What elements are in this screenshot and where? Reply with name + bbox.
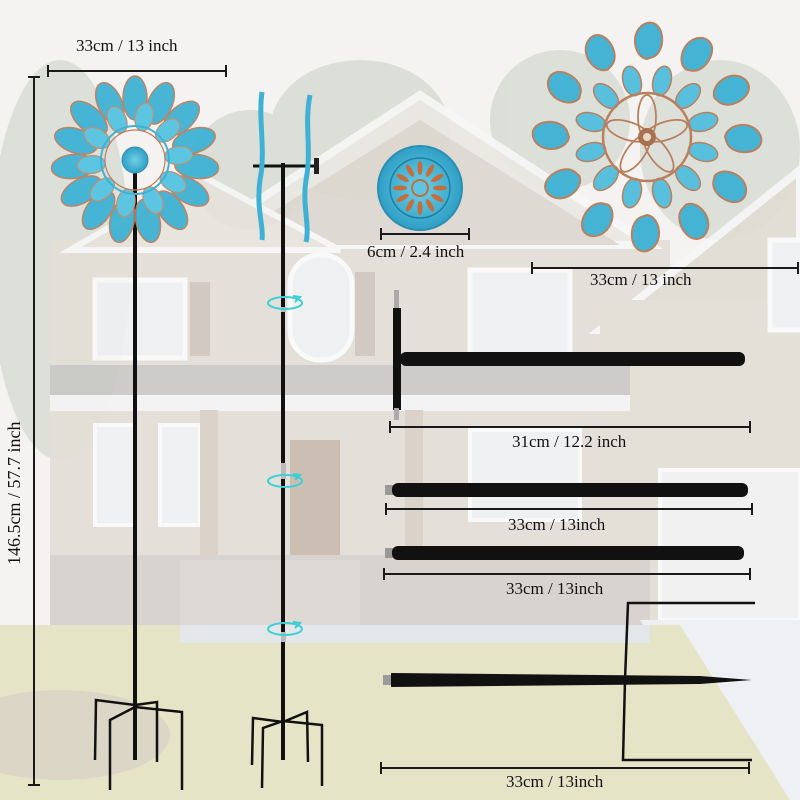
label-pole-1-length: 33cm / 13inch	[508, 515, 606, 534]
dimension-line-medallion	[380, 228, 470, 240]
ground-stake	[383, 601, 755, 762]
dimension-line-pole-2	[383, 568, 751, 580]
side-view-spinner	[250, 91, 324, 789]
label-t-bar-length: 31cm / 12.2 inch	[512, 432, 627, 451]
dimension-line-top-spinner	[47, 65, 227, 77]
label-ground-stake-length: 33cm / 13inch	[506, 772, 604, 791]
rotation-arrows	[267, 295, 303, 636]
label-right-spinner-diameter: 33cm / 13 inch	[590, 270, 692, 289]
t-bar-section	[393, 290, 745, 420]
label-top-spinner-diameter: 33cm / 13 inch	[76, 36, 178, 55]
assembled-spinner-left	[50, 75, 220, 790]
pole-section-1	[385, 483, 748, 497]
label-medallion-diameter: 6cm / 2.4 inch	[367, 242, 465, 261]
dimension-line-right-spinner	[531, 262, 799, 274]
center-medallion	[377, 145, 463, 231]
label-pole-2-length: 33cm / 13inch	[506, 579, 604, 598]
large-spinner-wheel	[531, 21, 763, 253]
dimension-line-t-bar	[389, 421, 751, 433]
label-total-height: 146.5cm / 57.7 inch	[4, 421, 24, 565]
dimension-line-total-height	[28, 76, 40, 786]
pole-section-2	[385, 546, 744, 560]
house	[50, 90, 800, 630]
dimension-line-ground-stake	[380, 762, 750, 774]
dimension-line-pole-1	[385, 503, 753, 515]
